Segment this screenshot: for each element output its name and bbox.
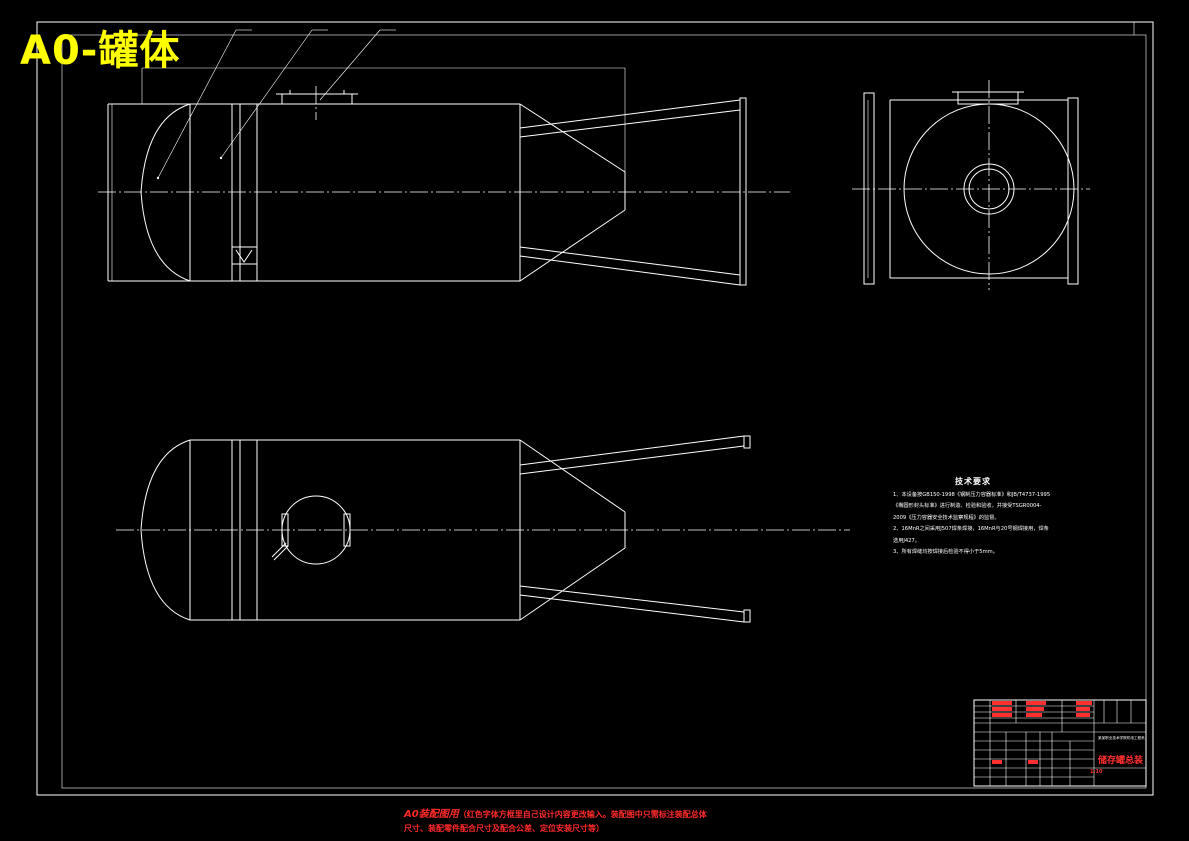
technical-requirement-item-3: 3、所有焊缝均按焊接后检验不得小于5mm。 bbox=[893, 549, 998, 555]
technical-requirement-item-2: 2、16MnR之间采用J507焊条焊接，16MnR与20号钢焊接用，焊条选用J4… bbox=[893, 526, 1049, 544]
title-block-scale: 1:10 bbox=[1090, 769, 1103, 775]
sheet-caption: A0装配图用（红色字体方框里自己设计内容更改输入。装配图中只需标注装配总体 尺寸… bbox=[404, 808, 824, 836]
technical-requirement-item-1: 1、本设备按GB150-1998《钢制压力容器标准》和JB/T4737-1995… bbox=[893, 491, 1051, 521]
caption-head: A0装配图用 bbox=[404, 809, 459, 820]
sheet-title: A0-罐体 bbox=[20, 28, 181, 74]
top-view bbox=[116, 435, 850, 623]
caption-line-1: （红色字体方框里自己设计内容更改输入。装配图中只需标注装配总体 bbox=[458, 810, 707, 819]
title-block-drawing-name: 储存罐总装 bbox=[1098, 756, 1144, 766]
title-block bbox=[973, 699, 1147, 787]
title-block-school: 某某职业技术学院机电工程系 bbox=[1098, 736, 1145, 740]
side-view bbox=[852, 80, 1090, 290]
technical-requirements: 技术要求 1、本设备按GB150-1998《钢制压力容器标准》和JB/T4737… bbox=[893, 476, 1053, 559]
caption-line-2: 尺寸、装配零件配合尺寸及配合公差、定位安装尺寸等） bbox=[404, 824, 604, 833]
sheet-frame bbox=[36, 21, 1154, 796]
technical-requirements-title: 技术要求 bbox=[955, 477, 991, 486]
front-view bbox=[98, 29, 790, 286]
